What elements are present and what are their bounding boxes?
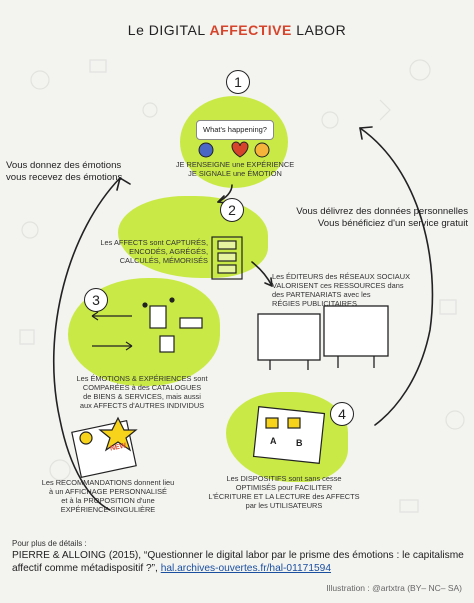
step4-line: L'ÉCRITURE ET LA LECTURE des AFFECTS [208, 492, 360, 501]
recommandations-text: Les RECOMMANDATIONS donnent lieu à un AF… [20, 478, 196, 514]
footer-pour-plus: Pour plus de détails : [12, 539, 87, 548]
step4-line: Les DISPOSITIFS sont sans cesse [226, 474, 342, 483]
dispositif-label-a: A [270, 436, 277, 446]
step-number-4: 4 [330, 402, 354, 426]
footer-reference: PIERRE & ALLOING (2015), “Questionner le… [12, 550, 468, 575]
dispositif-label-b: B [296, 438, 303, 448]
illustration-credit: Illustration : @artxtra (BY– NC– SA) [326, 583, 462, 593]
step3-line: COMPARÉES à des CATALOGUES [82, 383, 202, 392]
step3-line: Les ÉMOTIONS & EXPÉRIENCES sont [76, 374, 208, 383]
editeurs-line: RÉGIES PUBLICITAIRES [272, 299, 357, 308]
reco-line: et à la PROPOSITION d'une [61, 496, 155, 505]
step4-line: par les UTILISATEURS [245, 501, 323, 510]
side-left-line: vous recevez des émotions [6, 171, 123, 183]
step-number-1: 1 [226, 70, 250, 94]
step4-text: Les DISPOSITIFS sont sans cesse OPTIMISÉ… [196, 474, 372, 510]
title-accent: AFFECTIVE [209, 22, 292, 38]
side-left-line: Vous donnez des émotions [6, 160, 122, 171]
step-number-3: 3 [84, 288, 108, 312]
title-suffix: LABOR [296, 22, 347, 38]
step1-text: JE RENSEIGNE une EXPÉRIENCE JE SIGNALE u… [170, 160, 300, 178]
left-cycle-arrow [52, 177, 121, 511]
step1-line: JE RENSEIGNE une EXPÉRIENCE [175, 160, 295, 169]
step2-line: CALCULÉS, MÉMORISÉS [119, 256, 208, 265]
title-prefix: Le DIGITAL [127, 22, 206, 38]
step2-line: Les AFFECTS sont CAPTURÉS, [100, 238, 208, 247]
side-right-line: Vous bénéficiez d'un service gratuit [317, 217, 468, 229]
editeurs-line: Les ÉDITEURS des RÉSEAUX SOCIAUX [272, 272, 411, 281]
side-right-text: Vous délivrez des données personnelles V… [268, 206, 468, 229]
page-title: Le DIGITAL AFFECTIVE LABOR [0, 22, 474, 38]
step1-line: JE SIGNALE une ÉMOTION [188, 169, 282, 178]
step3-line: aux AFFECTS d'AUTRES INDIVIDUS [79, 401, 205, 410]
step2-line: ENCODÉS, AGRÉGÉS, [129, 247, 208, 256]
reco-line: EXPÉRIENCE SINGULIÈRE [60, 505, 156, 514]
step4-line: OPTIMISÉS pour FACILITER [235, 483, 333, 492]
reco-line: Les RECOMMANDATIONS donnent lieu [41, 478, 175, 487]
side-right-line: Vous délivrez des données personnelles [296, 206, 468, 217]
step3-line: de BIENS & SERVICES, mais aussi [83, 392, 201, 401]
editeurs-line: VALORISENT ces RESSOURCES dans [272, 281, 404, 290]
step2-text: Les AFFECTS sont CAPTURÉS, ENCODÉS, AGRÉ… [62, 238, 208, 265]
reference-text: PIERRE & ALLOING (2015), “Questionner le… [12, 550, 464, 574]
reco-line: à un AFFICHAGE PERSONNALISÉ [49, 487, 167, 496]
editeurs-text: Les ÉDITEURS des RÉSEAUX SOCIAUX VALORIS… [272, 272, 422, 308]
step3-text: Les ÉMOTIONS & EXPÉRIENCES sont COMPARÉE… [58, 374, 226, 410]
right-cycle-arrow [359, 127, 434, 426]
whats-happening-box: What's happening? [196, 120, 274, 140]
side-left-text: Vous donnez des émotions vous recevez de… [6, 160, 122, 183]
footer [0, 532, 474, 603]
step-number-2: 2 [220, 198, 244, 222]
editeurs-line: des PARTENARIATS avec les [272, 290, 371, 299]
reference-link[interactable]: hal.archives-ouvertes.fr/hal-01171594 [160, 562, 331, 574]
